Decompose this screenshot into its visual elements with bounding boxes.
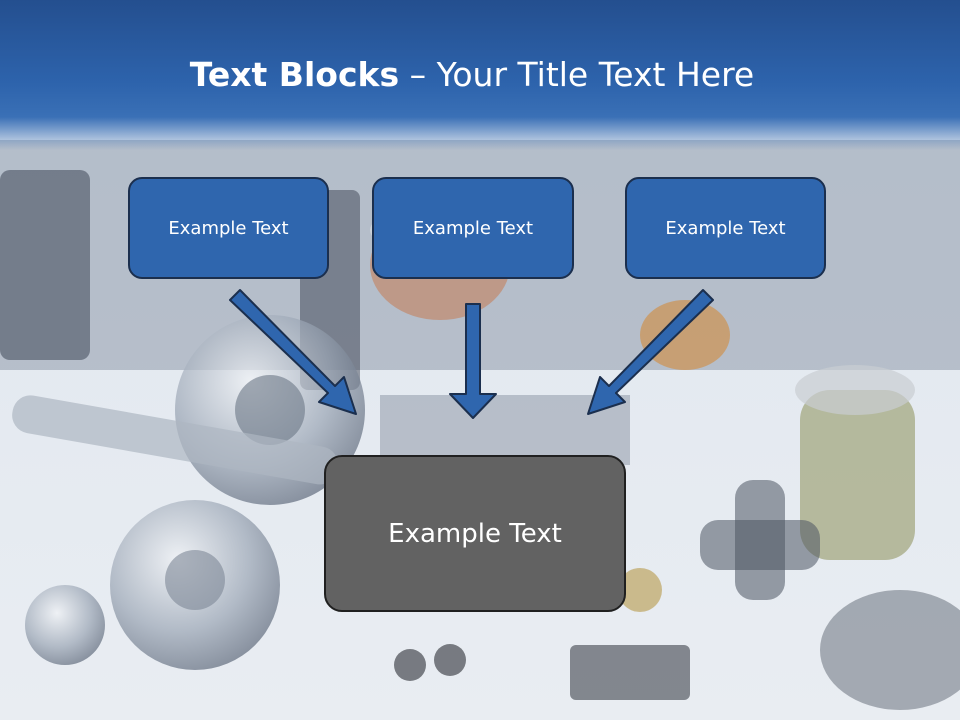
slide-title: Text Blocks – Your Title Text Here [0, 52, 944, 98]
title-band [0, 0, 960, 150]
down-arrow-icon-center [449, 303, 497, 419]
title-rest: Your Title Text Here [436, 55, 755, 94]
text-block-2-label: Example Text [412, 217, 534, 239]
text-block-2[interactable]: Example Text [372, 177, 574, 279]
title-separator: – [399, 55, 437, 94]
target-block-label: Example Text [388, 518, 562, 549]
down-arrow-icon-right [587, 289, 714, 415]
target-block[interactable]: Example Text [324, 455, 626, 612]
text-block-3[interactable]: Example Text [625, 177, 826, 279]
text-block-1[interactable]: Example Text [128, 177, 329, 279]
down-arrow-icon-left [229, 289, 357, 415]
text-block-3-label: Example Text [665, 217, 786, 239]
title-bold: Text Blocks [189, 55, 400, 94]
text-block-1-label: Example Text [168, 217, 289, 239]
